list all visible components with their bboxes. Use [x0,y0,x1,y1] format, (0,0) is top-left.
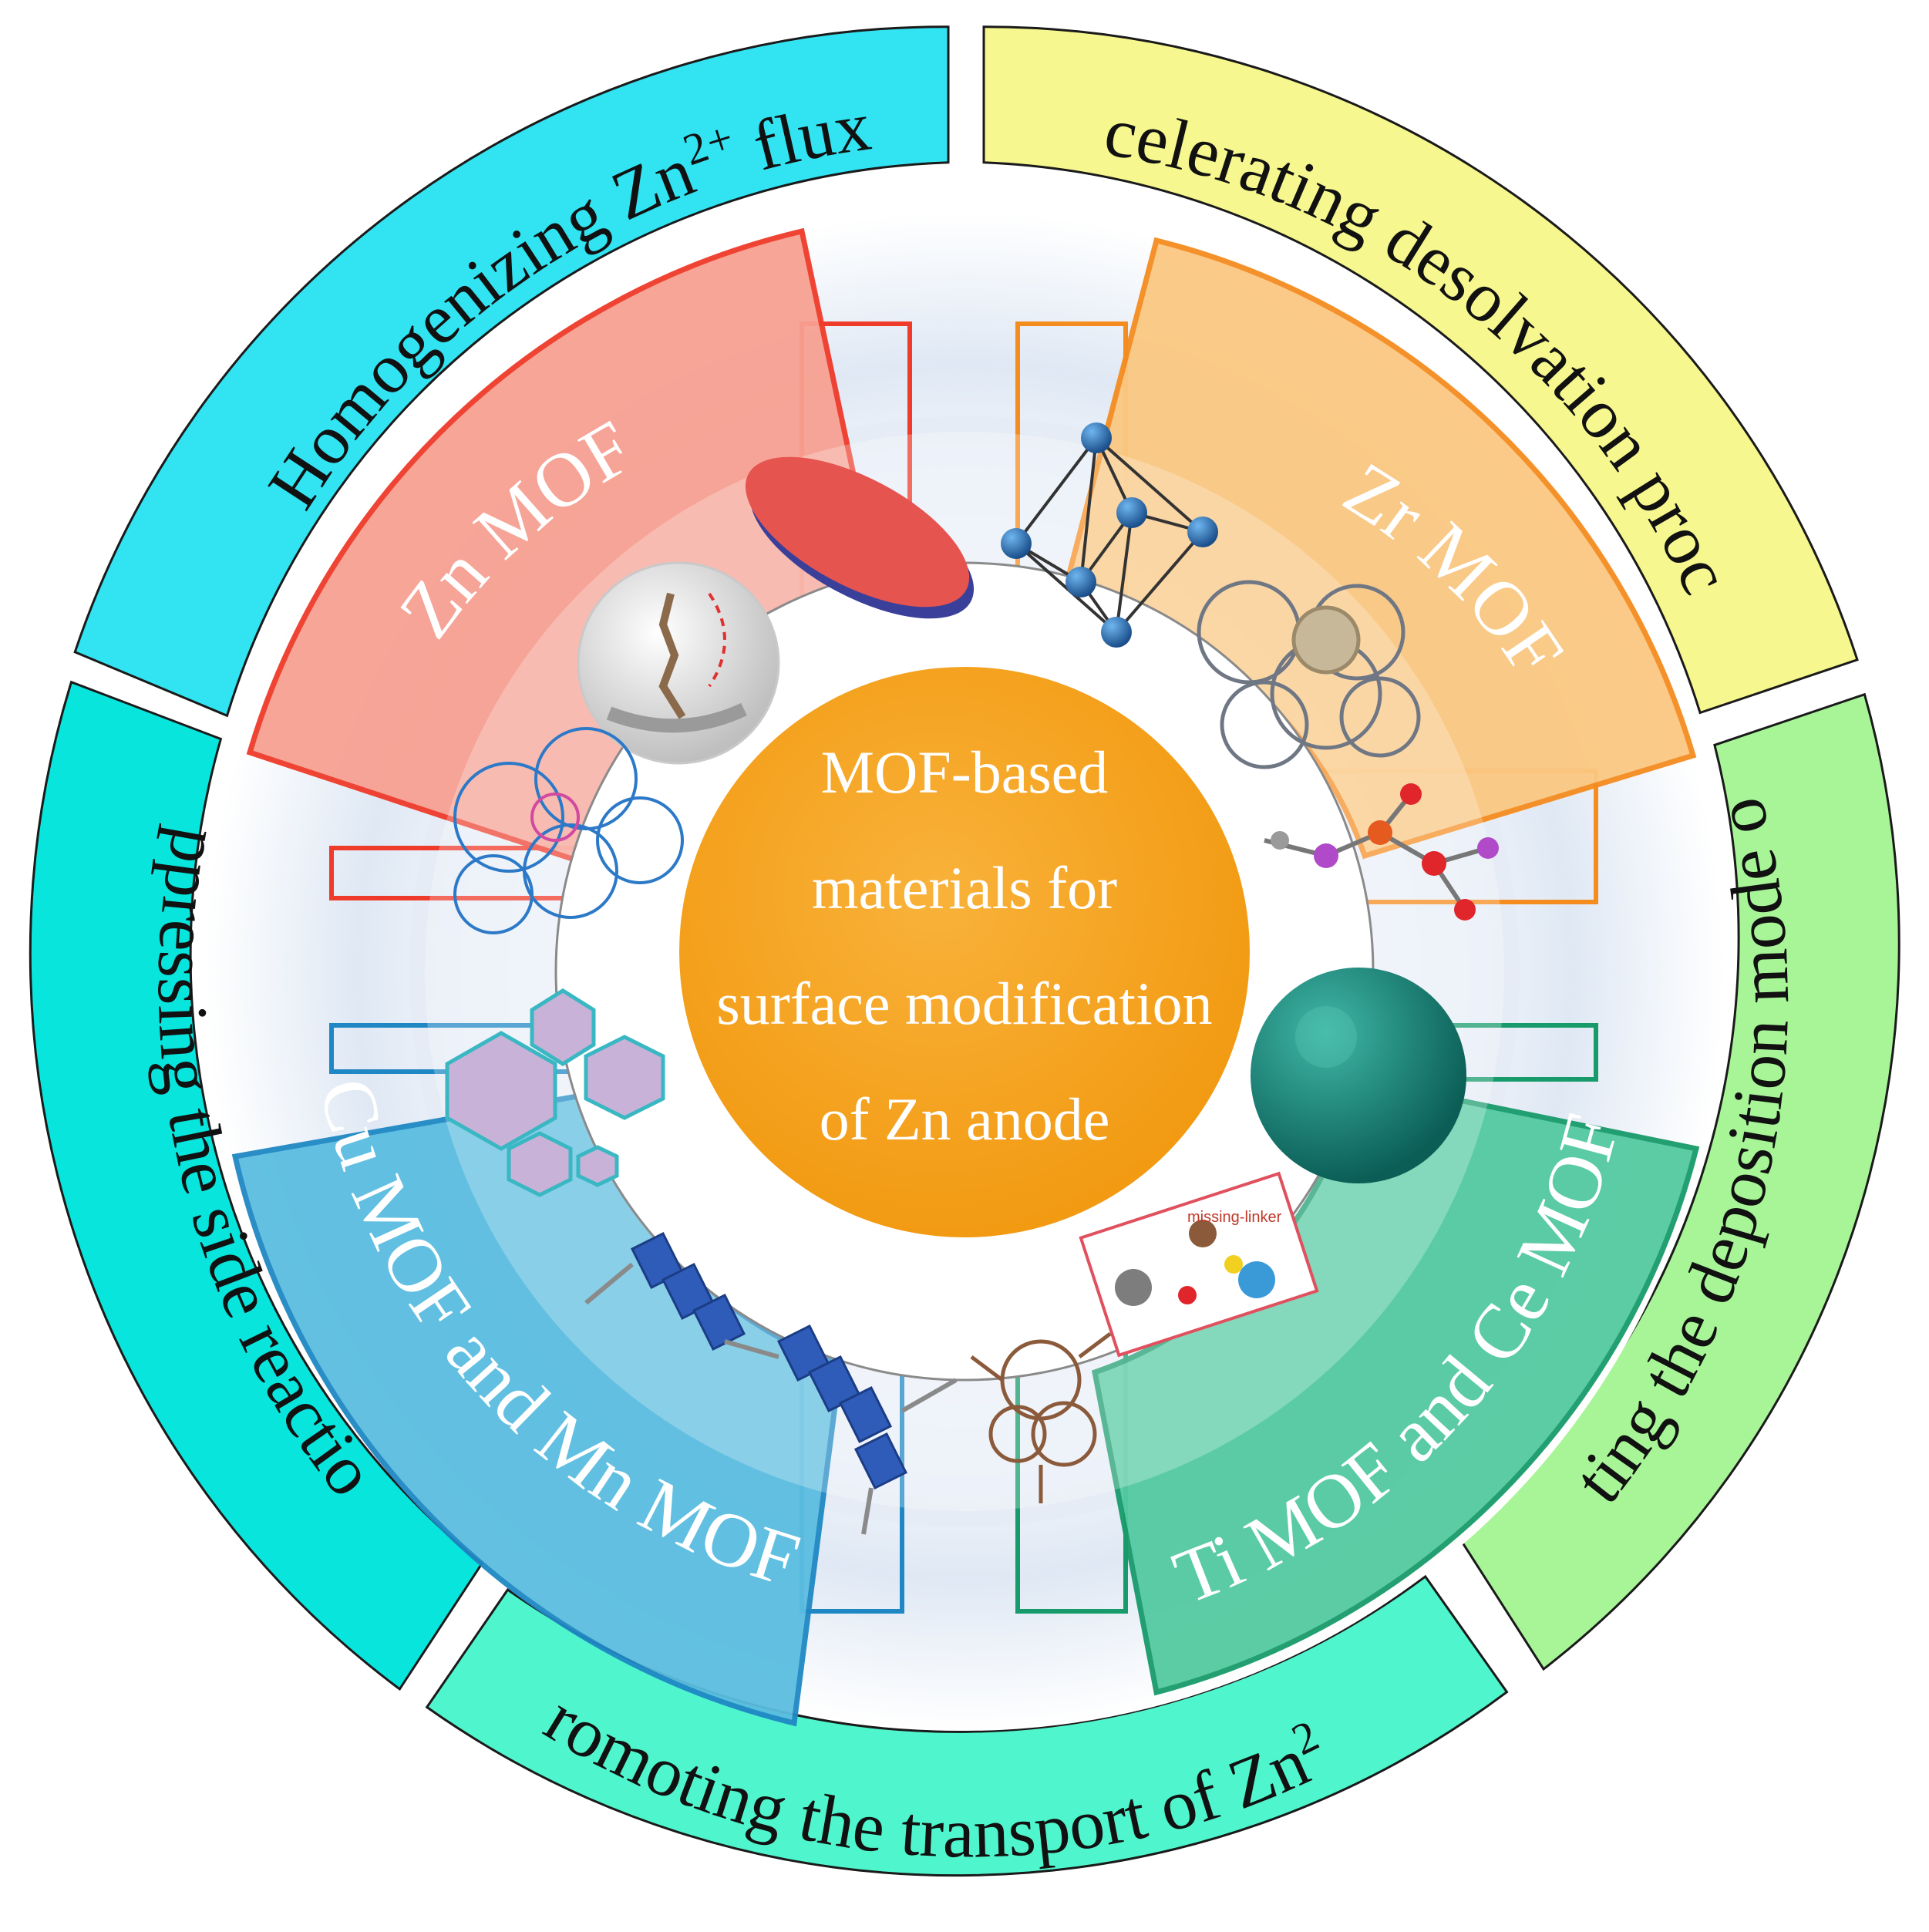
porous-framework-icon [1197,580,1421,769]
framework-network-icon [453,727,684,934]
center-line-4: of Zn anode [820,1085,1110,1153]
electrode-disk-icon [745,456,975,619]
octahedron-cluster-icon [1001,422,1218,648]
missing-linker-inset: missing-linker [1079,1171,1319,1358]
center-line-2: materials for [812,854,1117,921]
polyhedral-chain-icon [630,1231,908,1490]
center-disk [679,667,1250,1237]
carbon-linker-icon [584,1262,958,1535]
nanosphere-icon [1251,968,1466,1183]
porphyrin-molecule-icon [970,1332,1112,1503]
center-title: MOF-based materials for surface modifica… [716,739,1212,1153]
segment-suppressing [29,680,483,1691]
crystal-particles-icon [445,988,665,1197]
segment-accelerating [982,25,1859,715]
segment-homogenizing [73,25,950,718]
center-line-3: surface modification [716,970,1212,1037]
ligand-molecule-icon [1264,783,1499,921]
center-line-1: MOF-based [821,739,1109,806]
missing-linker-label: missing-linker [1187,1209,1282,1226]
molecule-sphere-icon [577,561,780,765]
